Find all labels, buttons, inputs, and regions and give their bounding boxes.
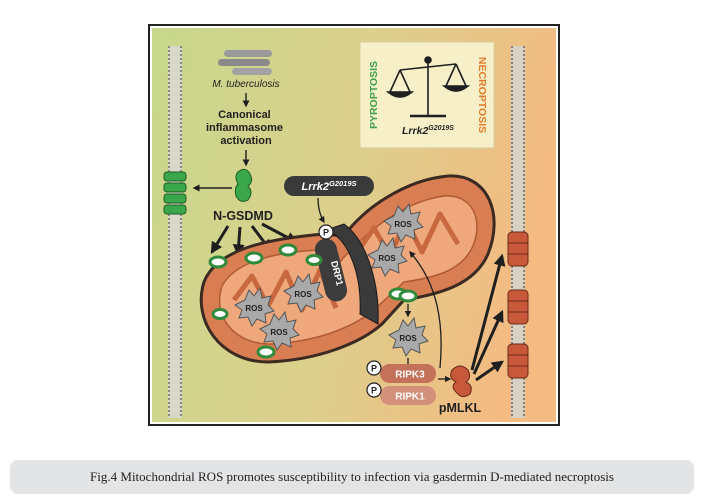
ros-icon: ROS xyxy=(234,286,275,328)
drp1-phospho-icon xyxy=(318,224,334,240)
ripk3-phospho-icon xyxy=(366,360,382,376)
pmlkl-protein-icon xyxy=(450,365,472,398)
ripk3-label: RIPK3 xyxy=(395,370,425,381)
pmlkl-to-membrane-arrows xyxy=(470,253,506,382)
ros-icon: ROS xyxy=(283,272,324,314)
left-membrane xyxy=(168,46,182,418)
ngsdmd-label: N-GSDMD xyxy=(213,209,273,223)
balance-box: PYROPTOSIS NECROPTOSIS Lrrk2G2019S xyxy=(359,41,495,149)
mtb-bacilli-icon xyxy=(218,50,272,75)
fission-band xyxy=(324,223,379,325)
drp1-phospho-label: P xyxy=(323,228,329,238)
pyroptosis-label: PYROPTOSIS xyxy=(368,61,380,129)
inflammasome-label: Canonical inflammasome activation xyxy=(206,109,286,147)
caption-box: Fig.4 Mitochondrial ROS promotes suscept… xyxy=(10,460,694,494)
necroptosis-label: NECROPTOSIS xyxy=(476,57,488,133)
inflammasome-line-1: Canonical xyxy=(218,109,271,121)
ros-label-1: ROS xyxy=(245,304,263,313)
ripk1-box xyxy=(380,386,436,405)
ros-label-6: ROS xyxy=(399,334,417,343)
balance-scale-icon xyxy=(385,56,471,118)
ros-label-3: ROS xyxy=(294,290,312,299)
balance-lrrk2-label: Lrrk2G2019S xyxy=(402,125,454,137)
ripk1-phospho-icon xyxy=(366,382,382,398)
ros-label-5: ROS xyxy=(378,254,396,263)
lrrk2-pill xyxy=(284,176,374,196)
gsdmd-membrane-pore xyxy=(163,171,187,215)
ripk1-label: RIPK1 xyxy=(395,392,425,403)
ros-icon: ROS xyxy=(388,316,429,358)
ngsdmd-protein-icon xyxy=(234,168,253,202)
ripk1-phospho-label: P xyxy=(371,386,377,396)
inflammasome-line-3: activation xyxy=(220,135,272,147)
mitochondrial-ros-diagram: M. tuberculosis Canonical inflammasome a… xyxy=(148,24,560,426)
inflammasome-line-2: inflammasome xyxy=(206,122,283,134)
ros-label-2: ROS xyxy=(270,328,288,337)
ros-label-4: ROS xyxy=(394,220,412,229)
ros-cluster: ROS ROS ROS ROS ROS xyxy=(234,202,424,352)
gsdmd-release-pore xyxy=(398,289,418,303)
ripk3-phospho-label: P xyxy=(371,364,377,374)
ros-icon: ROS xyxy=(367,236,408,278)
ros-icon: ROS xyxy=(259,310,300,352)
ros-icon: ROS xyxy=(383,202,424,244)
lrrk2-label: Lrrk2G2019S xyxy=(301,179,356,193)
drp1-protein xyxy=(314,238,348,302)
figure-caption: Fig.4 Mitochondrial ROS promotes suscept… xyxy=(90,469,614,484)
mlkl-membrane-pores xyxy=(507,231,529,379)
pathogen-label: M. tuberculosis xyxy=(212,79,279,90)
pmlkl-label: pMLKL xyxy=(439,401,482,415)
ripk3-box xyxy=(380,364,436,383)
